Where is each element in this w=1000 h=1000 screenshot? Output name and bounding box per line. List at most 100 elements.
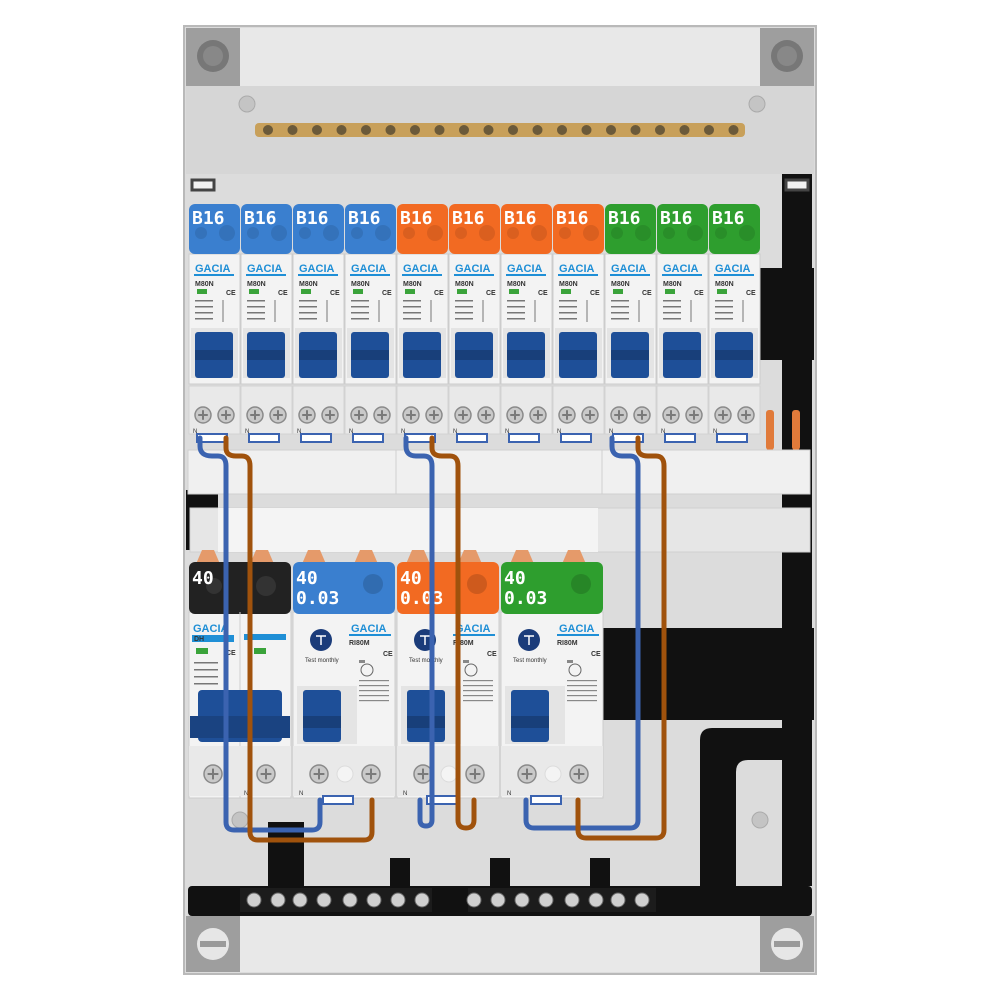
earth-bar-hole <box>312 125 322 135</box>
toggle-lever[interactable] <box>455 332 493 378</box>
earth-bar-hole <box>606 125 616 135</box>
model-label: M80N <box>351 281 370 288</box>
brand-label: GACIA <box>193 623 229 635</box>
terminal-screw <box>269 406 287 424</box>
ce-mark: CE <box>278 290 288 297</box>
earth-bar-hole <box>655 125 665 135</box>
rating-label: B16 <box>348 208 381 229</box>
ce-mark: CE <box>226 650 236 657</box>
toggle-lever[interactable] <box>195 332 233 378</box>
corner-screw-bottom-left <box>186 916 240 972</box>
terminal-screw <box>350 406 368 424</box>
brand-label: GACIA <box>559 263 595 275</box>
rcd-lever[interactable] <box>407 690 445 742</box>
brand-label: GACIA <box>559 623 595 635</box>
terminal-screw <box>662 406 680 424</box>
main-switch-lever[interactable] <box>190 690 290 742</box>
earth-bar-hole <box>483 125 494 135</box>
terminal-screw <box>737 406 755 424</box>
terminal-screw <box>425 406 443 424</box>
terminal-screw <box>256 764 276 784</box>
test-label: Test monthly <box>305 658 339 664</box>
ce-mark: CE <box>591 651 601 658</box>
rating-label: B16 <box>400 208 433 229</box>
status-window <box>613 289 623 294</box>
earth-bar-hole <box>581 125 592 135</box>
terminal-screw <box>529 406 547 424</box>
terminal-screw <box>402 406 420 424</box>
neutral-terminal-label: N <box>557 429 561 435</box>
ce-mark: CE <box>486 290 496 297</box>
neutral-terminal-label: N <box>713 429 717 435</box>
neutral-bar-screw <box>246 892 262 908</box>
test-label: Test monthly <box>409 658 443 664</box>
neutral-wire-orange-group <box>403 435 435 829</box>
toggle-lever[interactable] <box>351 332 389 378</box>
brand-label: GACIA <box>351 623 387 635</box>
live-wire-orange-group <box>429 435 477 831</box>
status-window <box>301 289 311 294</box>
model-label: M80N <box>559 281 578 288</box>
rcd-lever[interactable] <box>303 690 341 742</box>
toggle-lever[interactable] <box>299 332 337 378</box>
brand-label: GACIA <box>403 263 439 275</box>
toggle-lever[interactable] <box>507 332 545 378</box>
brand-label: GACIA <box>299 263 335 275</box>
earth-bar-hole <box>287 125 298 135</box>
terminal-screw <box>194 406 212 424</box>
sensitivity-label: 0.03 <box>296 588 339 609</box>
brand-label: GACIA <box>455 263 491 275</box>
neutral-terminal-label: N <box>297 429 301 435</box>
terminal-screw <box>477 406 495 424</box>
status-window <box>509 289 519 294</box>
rating-label: 40 <box>400 568 422 589</box>
neutral-terminal-label: N <box>505 429 509 435</box>
terminal-screw <box>321 406 339 424</box>
terminal-screw <box>413 764 433 784</box>
test-button[interactable] <box>518 629 540 651</box>
model-label: M80N <box>247 281 266 288</box>
earth-bar-hole <box>728 125 739 135</box>
ce-mark: CE <box>226 290 236 297</box>
neutral-terminal-label: N <box>609 429 613 435</box>
toggle-lever[interactable] <box>611 332 649 378</box>
earth-bar-hole <box>336 125 347 135</box>
rcd-lever[interactable] <box>511 690 549 742</box>
brand-label: GACIA <box>611 263 647 275</box>
rating-label: B16 <box>192 208 225 229</box>
earth-bar-hole <box>508 125 518 135</box>
brand-label: GACIA <box>507 263 543 275</box>
earth-bar <box>255 123 745 137</box>
toggle-lever[interactable] <box>559 332 597 378</box>
toggle-lever[interactable] <box>403 332 441 378</box>
earth-bar-hole <box>679 125 690 135</box>
model-label: M80N <box>403 281 422 288</box>
earth-bar-hole <box>263 125 273 135</box>
terminal-screw <box>558 406 576 424</box>
terminal-screw <box>581 406 599 424</box>
copper-tab <box>406 550 430 564</box>
earth-bar-hole <box>459 125 469 135</box>
toggle-lever[interactable] <box>247 332 285 378</box>
terminal-screw <box>203 764 223 784</box>
rating-label: B16 <box>504 208 537 229</box>
ce-mark: CE <box>383 651 393 658</box>
model-label: DH <box>194 636 204 643</box>
terminal-screw <box>517 764 537 784</box>
toggle-lever[interactable] <box>663 332 701 378</box>
ce-mark: CE <box>642 290 652 297</box>
terminal-screw <box>685 406 703 424</box>
neutral-terminal-label: N <box>401 429 405 435</box>
test-button[interactable] <box>310 629 332 651</box>
copper-tab <box>510 550 534 564</box>
earth-bar-hole <box>410 125 420 135</box>
rating-label: B16 <box>608 208 641 229</box>
toggle-lever[interactable] <box>715 332 753 378</box>
